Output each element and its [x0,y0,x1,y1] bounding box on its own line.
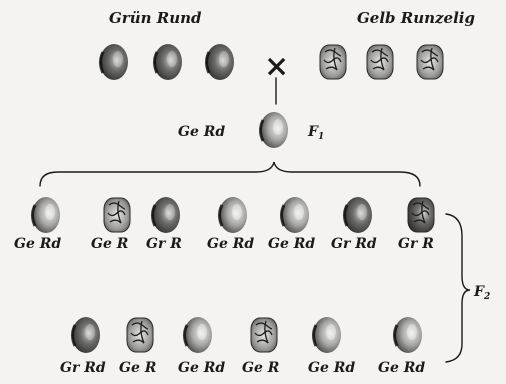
genotype-label: Ge R [91,236,128,252]
genotype-label: Ge Rd [14,236,61,252]
parent-left-label: Grün Rund [109,9,202,27]
pea-seed-wrinkled-yellow [320,45,346,79]
genotype-label: Gr Rd [331,236,377,252]
pea-seed-smooth-green [152,197,180,233]
pea-seed-wrinkled-green [408,198,434,232]
pea-seed-smooth-yellow [260,112,288,148]
pea-seed-smooth-yellow [281,197,309,233]
pea-seed-smooth-yellow [32,197,60,233]
genotype-label: Ge Rd [268,236,315,252]
genotype-label: Gr R [146,236,182,252]
f1-seeds [260,112,288,148]
pea-seed-smooth-green [100,44,128,80]
pea-seed-wrinkled-yellow [104,198,130,232]
f2-generation-mark: F2 [473,284,490,302]
pea-seed-smooth-yellow [184,317,212,353]
f1-generation-mark: F1 [307,124,324,142]
pea-seed-wrinkled-yellow [417,45,443,79]
genotype-label: Ge Rd [378,360,425,376]
pea-seed-smooth-green [72,317,100,353]
pea-seed-wrinkled-yellow [367,45,393,79]
pea-seed-wrinkled-yellow [127,318,153,352]
pea-seed-smooth-green [154,44,182,80]
pea-seed-smooth-green [206,44,234,80]
pea-seed-wrinkled-yellow [251,318,277,352]
genotype-label: Ge R [119,360,156,376]
genotype-label: Ge Rd [308,360,355,376]
pea-seed-smooth-yellow [394,317,422,353]
genotype-label: Ge Rd [207,236,254,252]
f2-top-brace [40,162,420,186]
f1-generation: Ge Rd F1 [178,112,324,148]
pea-seed-smooth-yellow [313,317,341,353]
f2-row2-labels: Gr Rd Ge R Ge Rd Ge R Ge Rd Ge Rd [60,360,425,376]
f2-row1-seeds [32,197,434,233]
parent-generation: Grün Rund Gelb Runzelig × [100,9,475,104]
genotype-label: Ge R [242,360,279,376]
f2-row2-seeds [72,317,422,353]
genotype-label: Ge Rd [178,360,225,376]
f1-label: Ge Rd [178,124,225,140]
f2-side-brace [446,214,470,362]
pea-seed-smooth-yellow [219,197,247,233]
genotype-label: Gr R [398,236,434,252]
pea-seed-smooth-green [344,197,372,233]
genotype-label: Gr Rd [60,360,106,376]
f2-row1-labels: Ge Rd Ge R Gr R Ge Rd Ge Rd Gr Rd Gr R [14,236,434,252]
parent-right-label: Gelb Runzelig [357,9,475,27]
